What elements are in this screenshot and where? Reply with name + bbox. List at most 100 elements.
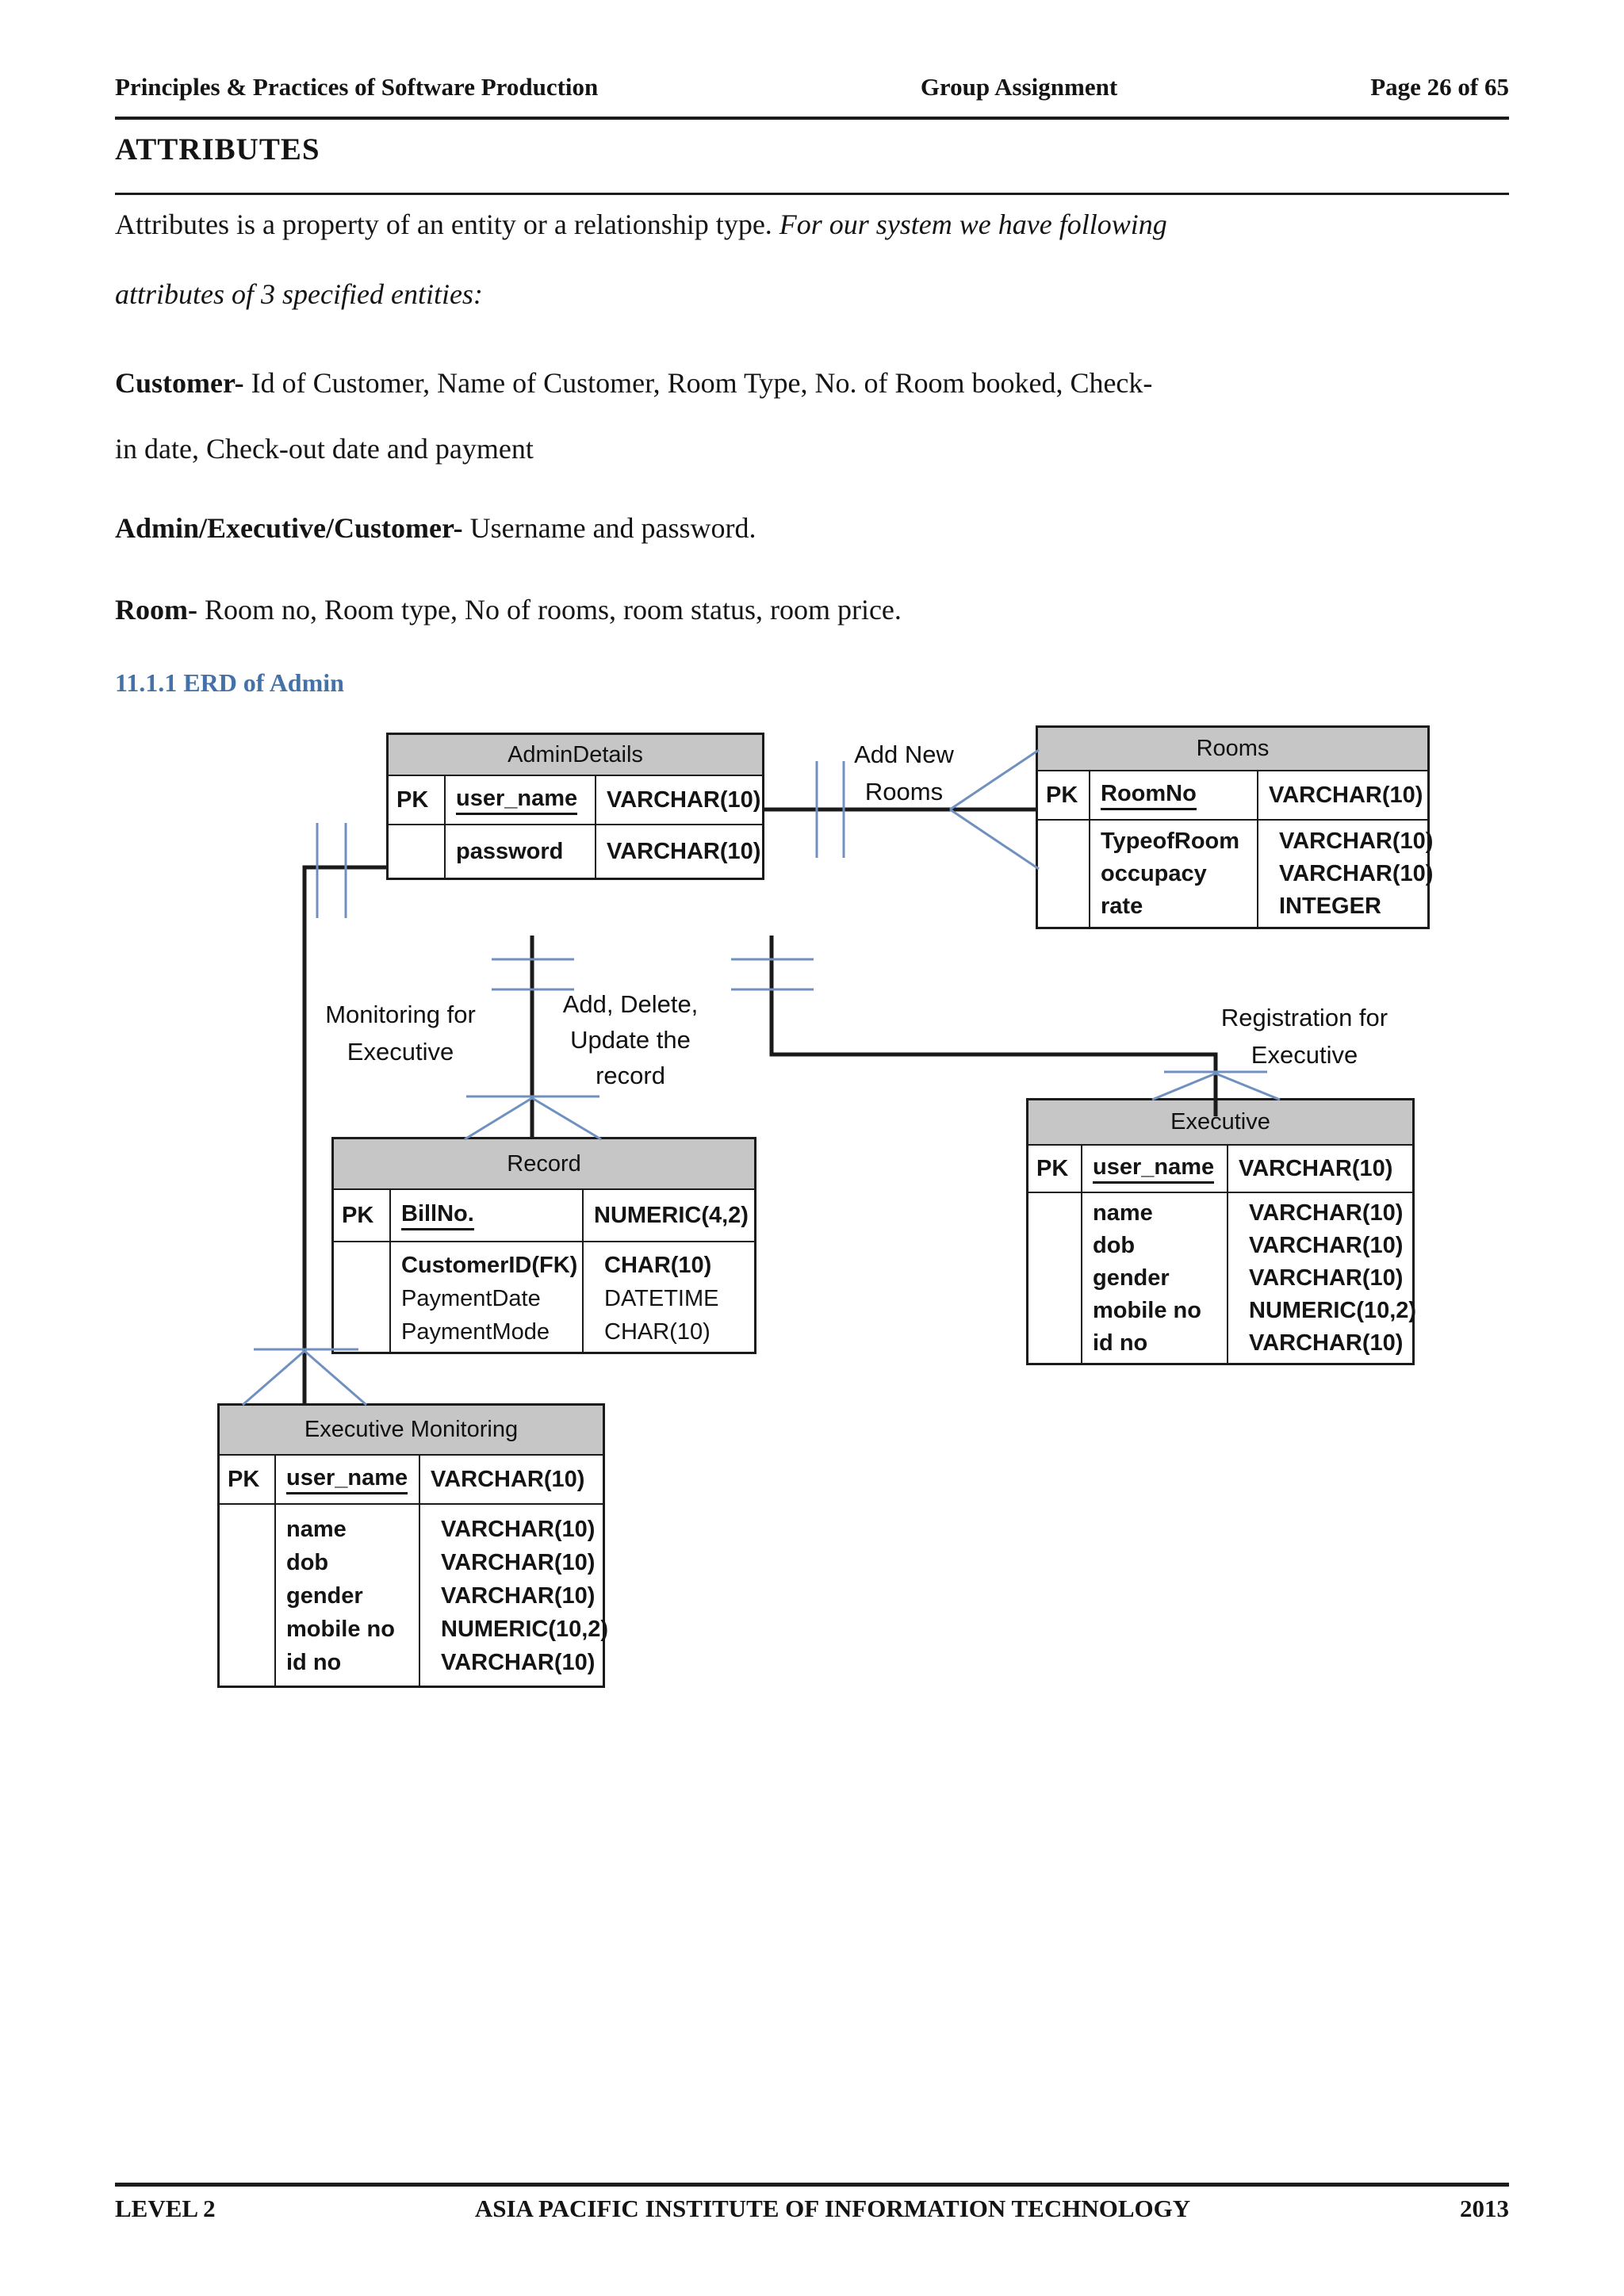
header-page-number: Page 26 of 65: [1370, 73, 1509, 101]
footer-institute: ASIA PACIFIC INSTITUTE OF INFORMATION TE…: [474, 2195, 1191, 2222]
label-line: Registration for: [1220, 1004, 1388, 1031]
erd-entity-executive-monitoring: Executive Monitoring PK user_name VARCHA…: [217, 1403, 608, 1688]
pk-cell-empty: [1028, 1193, 1082, 1363]
customer-attributes-line-2: in date, Check-out date and payment: [115, 433, 534, 465]
intro-line-2: attributes of 3 specified entities:: [115, 278, 483, 310]
type-line: NUMERIC(10,2): [1249, 1298, 1417, 1323]
crow-foot-icon: [304, 1349, 367, 1406]
crow-foot-icon: [464, 1096, 533, 1141]
attr-line: id no: [1093, 1330, 1148, 1356]
type-cell: VARCHAR(10): [607, 838, 761, 864]
type-cell: VARCHAR(10) VARCHAR(10) INTEGER: [1258, 821, 1433, 927]
type-line: VARCHAR(10): [441, 1650, 596, 1675]
attr-line: dob: [1093, 1233, 1136, 1258]
label-line: Monitoring for: [325, 1001, 476, 1028]
entity-title-executive-monitoring: Executive Monitoring: [220, 1406, 603, 1456]
type-line: VARCHAR(10): [1279, 828, 1434, 854]
label-line: Executive: [347, 1038, 454, 1066]
attr-cell: name dob gender mobile no id no: [276, 1505, 420, 1686]
entity-pk-row: PK RoomNo VARCHAR(10): [1038, 771, 1427, 819]
attr-line: gender: [286, 1583, 363, 1609]
entity-title-rooms: Rooms: [1038, 728, 1427, 771]
customer-attributes-line-1: Customer- Id of Customer, Name of Custom…: [115, 366, 1152, 400]
pk-cell: PK: [220, 1456, 276, 1503]
type-line: NUMERIC(10,2): [441, 1617, 609, 1642]
crow-foot-icon: [242, 1349, 305, 1406]
attr-cell: BillNo.: [391, 1190, 584, 1241]
entity-attr-row: password VARCHAR(10): [389, 824, 762, 878]
key-attribute: user_name: [1093, 1154, 1215, 1184]
type-line: CHAR(10): [604, 1319, 710, 1345]
entity-attr-row: name dob gender mobile no id no VARCHAR(…: [220, 1503, 608, 1686]
type-line: CHAR(10): [604, 1253, 712, 1278]
type-line: VARCHAR(10): [1249, 1200, 1404, 1226]
pk-cell: PK: [1028, 1146, 1082, 1192]
type-cell: NUMERIC(4,2): [594, 1202, 749, 1228]
relationship-label-add-delete-update: Add, Delete, Update the record: [511, 986, 749, 1093]
type-line: INTEGER: [1279, 894, 1381, 919]
admin-text: Username and password.: [462, 512, 756, 544]
type-cell: VARCHAR(10) VARCHAR(10) VARCHAR(10) NUME…: [420, 1505, 608, 1686]
type-cell: VARCHAR(10): [1239, 1155, 1393, 1181]
header-course-title: Principles & Practices of Software Produ…: [115, 73, 599, 101]
relationship-label-registration-for-executive: Registration for Executive: [1185, 999, 1423, 1073]
customer-text-1: Id of Customer, Name of Customer, Room T…: [243, 367, 1153, 399]
label-line: Rooms: [864, 778, 944, 806]
entity-pk-row: PK BillNo. NUMERIC(4,2): [334, 1190, 754, 1241]
type-cell: VARCHAR(10): [1269, 782, 1423, 808]
room-attributes-line: Room- Room no, Room type, No of rooms, r…: [115, 593, 902, 626]
pk-cell: PK: [334, 1190, 391, 1241]
footer-year: 2013: [1460, 2195, 1509, 2222]
type-line: VARCHAR(10): [1249, 1265, 1404, 1291]
key-attribute: user_name: [286, 1465, 408, 1494]
attr-line: gender: [1093, 1265, 1170, 1291]
pk-cell-empty: [334, 1242, 391, 1352]
type-cell: CHAR(10) DATETIME CHAR(10): [584, 1242, 754, 1352]
crow-foot-icon: [531, 1096, 602, 1141]
crow-foot-icon: [1215, 1072, 1281, 1101]
attr-line: occupacy: [1101, 861, 1207, 886]
room-text: Room no, Room type, No of rooms, room st…: [197, 594, 902, 626]
pk-cell: PK: [389, 776, 446, 824]
intro-normal-text: Attributes is a property of an entity or…: [115, 209, 779, 240]
attr-cell: name dob gender mobile no id no: [1082, 1193, 1228, 1363]
admin-attributes-line: Admin/Executive/Customer- Username and p…: [115, 511, 756, 545]
attr-line: PaymentDate: [401, 1286, 541, 1311]
type-line: VARCHAR(10): [441, 1517, 596, 1542]
crow-foot-icon: [949, 808, 1040, 871]
type-line: VARCHAR(10): [1279, 861, 1434, 886]
customer-label: Customer-: [115, 367, 244, 399]
entity-pk-row: PK user_name VARCHAR(10): [220, 1456, 603, 1503]
entity-attr-row: name dob gender mobile no id no VARCHAR(…: [1028, 1192, 1416, 1363]
section-heading-erd-of-admin: 11.1.1 ERD of Admin: [115, 668, 344, 697]
attr-cell: CustomerID(FK) PaymentDate PaymentMode: [391, 1242, 584, 1352]
type-cell: VARCHAR(10) VARCHAR(10) VARCHAR(10) NUME…: [1228, 1193, 1416, 1363]
title-rule: [115, 193, 1509, 195]
footer-level: LEVEL 2: [115, 2195, 216, 2222]
entity-title-admindetails: AdminDetails: [389, 735, 762, 776]
key-attribute: BillNo.: [401, 1201, 474, 1230]
entity-pk-row: PK user_name VARCHAR(10): [389, 776, 762, 824]
type-line: VARCHAR(10): [441, 1550, 596, 1575]
entity-title-executive: Executive: [1028, 1100, 1412, 1146]
attr-line: id no: [286, 1650, 342, 1675]
type-line: DATETIME: [604, 1286, 719, 1311]
attr-line: mobile no: [1093, 1298, 1201, 1323]
page-title: ATTRIBUTES: [115, 132, 320, 166]
label-line: Add New: [854, 740, 954, 768]
attr-cell: RoomNo: [1090, 771, 1258, 819]
erd-entity-record: Record PK BillNo. NUMERIC(4,2) CustomerI…: [331, 1137, 756, 1354]
erd-entity-rooms: Rooms PK RoomNo VARCHAR(10) TypeofRoom o…: [1036, 725, 1433, 929]
label-line: record: [596, 1062, 665, 1089]
pk-cell-empty: [1038, 821, 1090, 927]
type-line: VARCHAR(10): [1249, 1233, 1404, 1258]
attr-line: PaymentMode: [401, 1319, 550, 1345]
entity-attr-row: CustomerID(FK) PaymentDate PaymentMode C…: [334, 1241, 754, 1352]
attr-cell: user_name: [446, 776, 596, 824]
key-attribute: RoomNo: [1101, 781, 1197, 810]
type-line: VARCHAR(10): [441, 1583, 596, 1609]
room-label: Room-: [115, 594, 197, 626]
attr-line: name: [1093, 1200, 1153, 1226]
label-line: Update the: [570, 1026, 691, 1054]
